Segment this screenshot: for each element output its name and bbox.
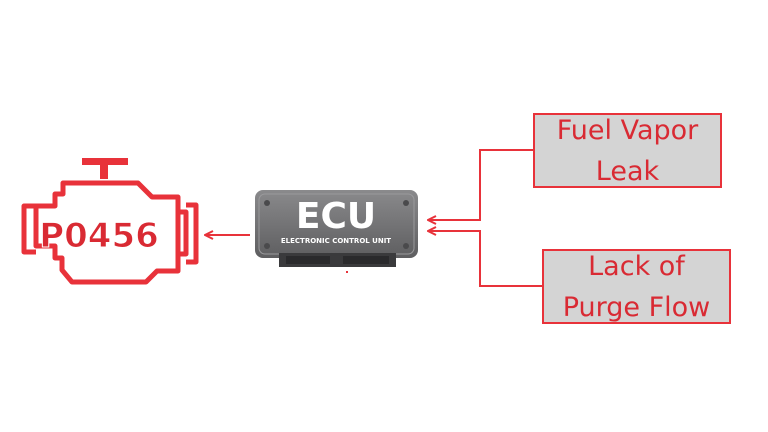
connector-lines xyxy=(428,149,542,287)
check-engine-icon xyxy=(21,158,199,285)
ecu-subtitle: ELECTRONIC CONTROL UNIT xyxy=(281,237,391,245)
ecu-title: ECU xyxy=(296,196,376,237)
cause-box-lack-of-purge-flow: Lack of Purge Flow xyxy=(542,249,731,324)
cause-box-fuel-vapor-leak: Fuel Vapor Leak xyxy=(533,113,722,188)
cause-label: Lack of Purge Flow xyxy=(562,250,711,323)
engine-code: P0456 xyxy=(39,216,159,256)
cause-label: Fuel Vapor Leak xyxy=(556,114,699,187)
ecu-module-icon xyxy=(255,190,418,273)
